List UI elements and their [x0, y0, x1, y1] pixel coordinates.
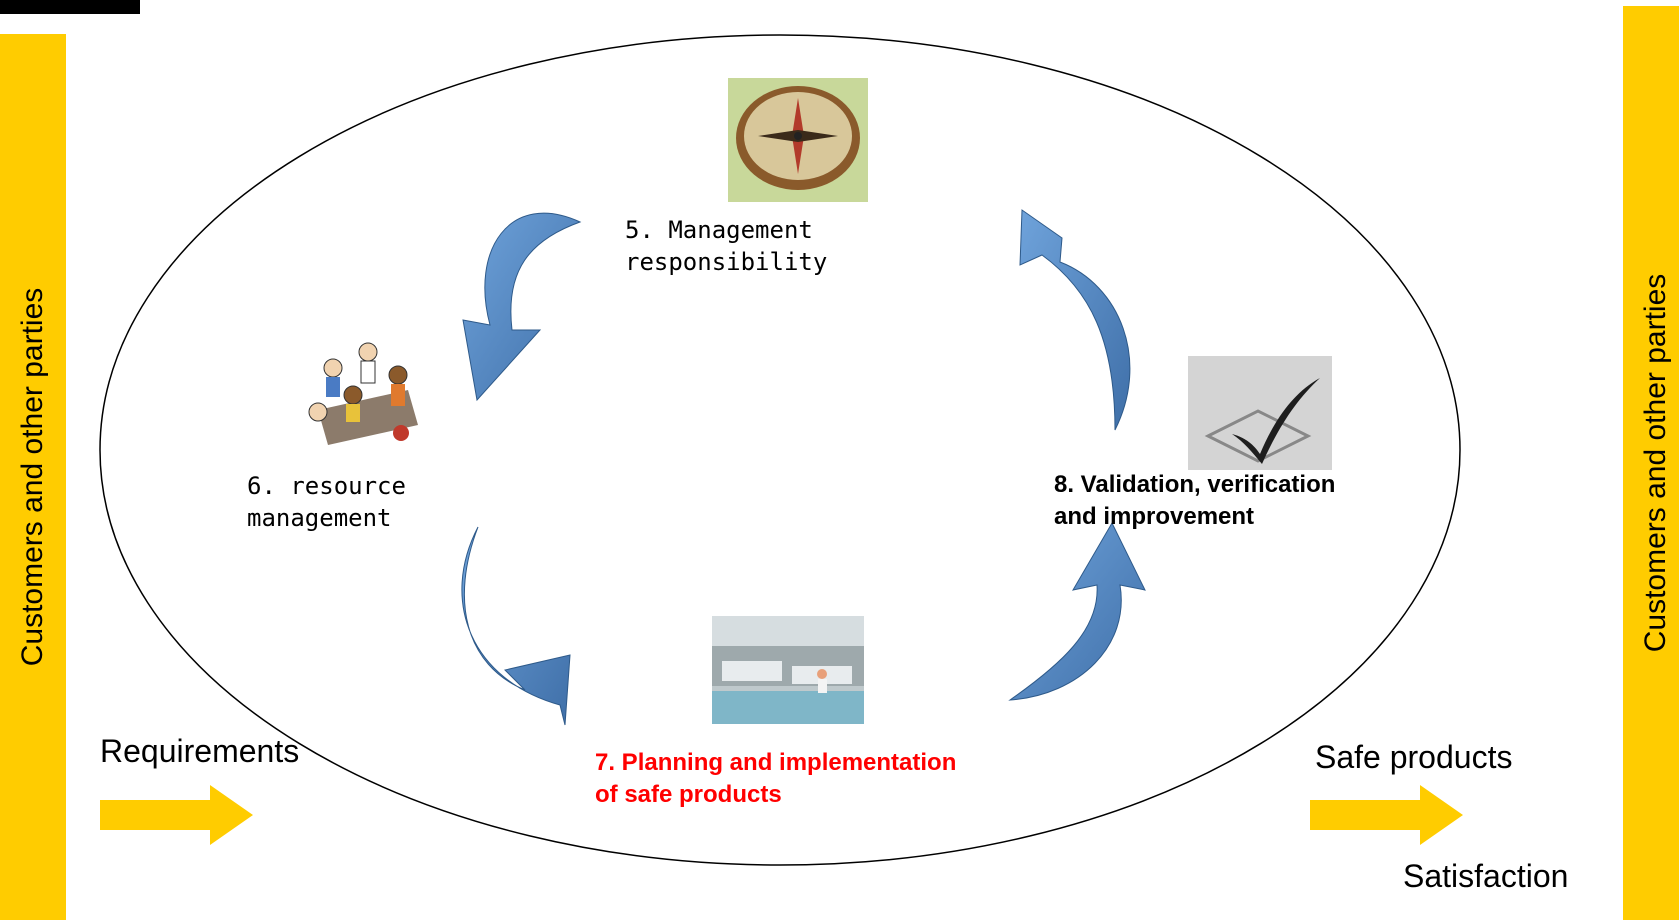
process-ellipse — [99, 34, 1461, 866]
requirements-arrow — [100, 785, 253, 845]
factory-floor-icon — [712, 616, 864, 724]
right-side-bar: Customers and other parties — [1623, 6, 1679, 920]
planning-label: 7. Planning and implementation of safe p… — [595, 747, 956, 811]
arrow-planning-to-validation — [1008, 521, 1146, 701]
arrow-resource-to-planning — [461, 526, 571, 726]
arrow-management-to-resource — [462, 212, 582, 402]
satisfaction-label: Satisfaction — [1403, 858, 1569, 894]
left-side-bar: Customers and other parties — [0, 34, 66, 920]
validation-label-line2: and improvement — [1054, 503, 1255, 530]
planning-label-line2: of safe products — [595, 781, 782, 808]
management-label-line2: responsibility — [625, 248, 828, 276]
resource-label-line2: management — [247, 504, 392, 532]
safe-products-label: Safe products — [1315, 739, 1513, 775]
validation-label-line1: 8. Validation, verification — [1054, 471, 1336, 498]
team-meeting-icon — [293, 330, 433, 458]
safe-products-arrow — [1310, 785, 1463, 845]
checkmark-icon — [1188, 356, 1332, 470]
corner-bar — [0, 0, 140, 14]
arrow-validation-to-management — [1019, 209, 1131, 431]
management-label-line1: 5. Management — [625, 216, 813, 244]
requirements-label: Requirements — [100, 733, 300, 769]
planning-label-line1: 7. Planning and implementation — [595, 749, 957, 776]
compass-icon — [728, 78, 868, 202]
validation-label: 8. Validation, verification and improvem… — [1054, 469, 1335, 533]
resource-label-line1: 6. resource — [247, 472, 406, 500]
management-label: 5. Management responsibility — [625, 214, 827, 278]
resource-label: 6. resource management — [247, 470, 406, 534]
